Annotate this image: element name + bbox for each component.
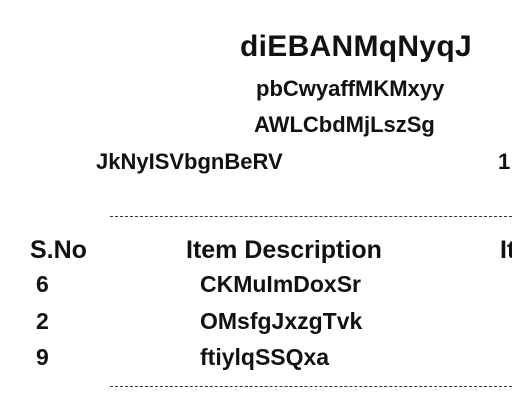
- header-line-3-value: 1: [498, 149, 511, 174]
- row-sno: 9: [36, 344, 49, 370]
- receipt-title: diEBANMqNyqJ: [240, 30, 472, 63]
- table-row: 9 ftiylqSSQxa: [0, 344, 512, 378]
- header-line-3: JkNyISVbgnBeRV: [96, 149, 283, 174]
- header-line-2: AWLCbdMjLszSg: [254, 112, 435, 137]
- column-header-item: It: [500, 236, 512, 264]
- column-header-sno: S.No: [30, 236, 87, 264]
- row-sno: 2: [36, 308, 49, 334]
- header-line-1: pbCwyaffMKMxyy: [256, 76, 445, 101]
- divider-top: [110, 216, 512, 217]
- row-sno: 6: [36, 271, 49, 297]
- table-row: 6 CKMuImDoxSr: [0, 271, 512, 305]
- row-description: CKMuImDoxSr: [200, 271, 362, 297]
- divider-bottom: [110, 386, 512, 387]
- row-description: ftiylqSSQxa: [200, 344, 330, 370]
- row-description: OMsfgJxzgTvk: [200, 308, 363, 334]
- column-header-description: Item Description: [186, 236, 382, 264]
- table-row: 2 OMsfgJxzgTvk: [0, 308, 512, 342]
